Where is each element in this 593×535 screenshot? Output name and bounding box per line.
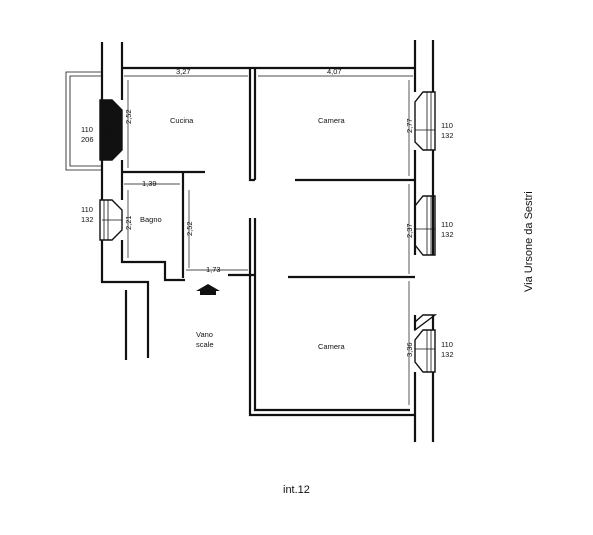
balcony [65,71,102,171]
room-label-bathroom: Bagno [140,215,162,224]
window-bedroom-top-width: 110 [441,121,453,130]
dim-bathroom-width: 1,39 [142,179,157,188]
dim-hall-depth: 2,52 [185,221,194,236]
dim-bathroom-depth: 2,21 [124,215,133,230]
window-middle-height: 132 [441,230,454,239]
dim-kitchen-width: 3,27 [176,67,191,76]
plan-caption: int.12 [283,484,310,496]
street-label: Via Ursone da Sestri [523,191,535,292]
room-label-bedroom-top: Camera [318,116,346,125]
window-kitchen-height: 206 [81,135,94,144]
dim-bedroom-top-depth: 2,77 [405,118,414,133]
room-label-bedroom-bottom: Camera [318,342,346,351]
room-label-stairwell-1: Vano [196,330,213,339]
window-middle-width: 110 [441,220,453,229]
dim-middle-depth: 2,37 [405,223,414,238]
room-label-kitchen: Cucina [170,116,194,125]
window-jambs-right [414,91,438,373]
dim-bedroom-top-width: 4,07 [327,67,342,76]
room-label-stairwell-2: scale [196,340,214,349]
window-bedroom-bottom-width: 110 [441,340,453,349]
window-jambs-left [99,99,123,241]
dim-hall-width: 1,73 [206,265,221,274]
window-bathroom-height: 132 [81,215,94,224]
window-kitchen-width: 110 [81,125,93,134]
dim-bedroom-bottom-depth: 3,36 [405,342,414,357]
entry-arrow-icon [196,284,220,295]
window-bathroom-width: 110 [81,205,93,214]
dimension-lines [102,75,435,405]
window-bedroom-bottom-height: 132 [441,350,454,359]
dim-kitchen-depth: 2,52 [124,109,133,124]
window-bedroom-top-height: 132 [441,131,454,140]
walls [100,40,435,442]
